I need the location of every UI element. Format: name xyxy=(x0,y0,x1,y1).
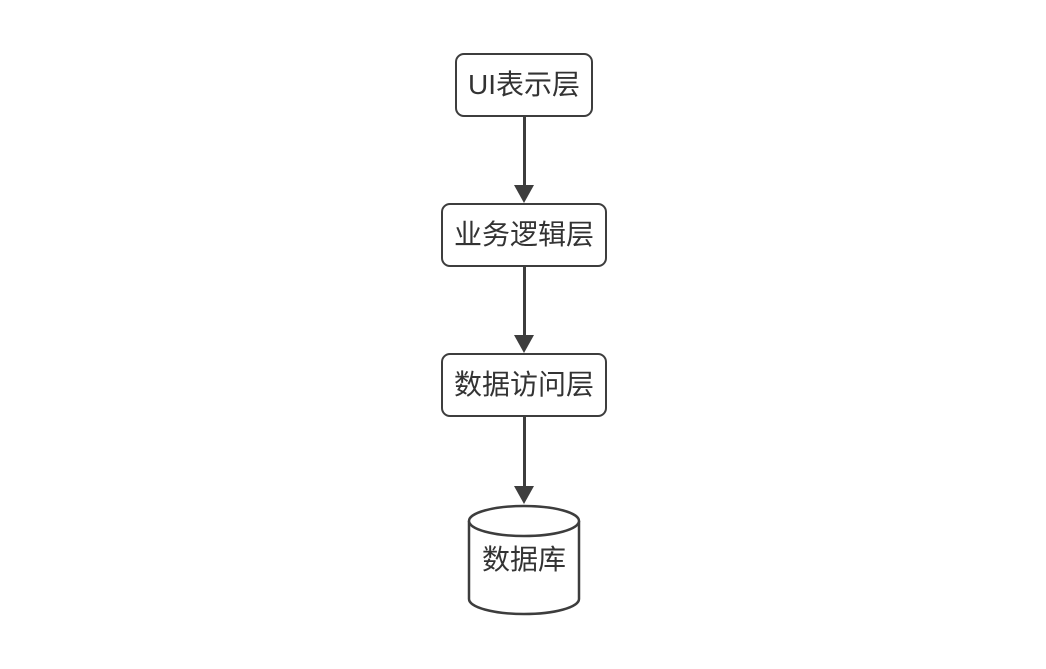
arrow-shaft xyxy=(522,417,526,486)
node-ui-layer: UI表示层 xyxy=(455,53,593,117)
node-database-label: 数据库 xyxy=(481,544,566,575)
database-cylinder-icon xyxy=(467,504,581,616)
node-data-access-layer: 数据访问层 xyxy=(441,353,607,417)
arrow-shaft xyxy=(522,117,526,185)
node-business-logic-layer-label: 业务逻辑层 xyxy=(453,219,594,250)
node-business-logic-layer: 业务逻辑层 xyxy=(441,203,607,267)
node-database: 数据库 xyxy=(467,504,581,616)
arrow-down-icon xyxy=(514,185,534,203)
arrow-business-to-data-access xyxy=(514,267,534,353)
node-data-access-layer-label: 数据访问层 xyxy=(453,369,594,400)
arrow-shaft xyxy=(522,267,526,335)
arrow-down-icon xyxy=(514,486,534,504)
node-ui-layer-label: UI表示层 xyxy=(467,69,580,100)
arrow-down-icon xyxy=(514,335,534,353)
arrow-ui-to-business xyxy=(514,117,534,203)
arrow-data-access-to-database xyxy=(514,417,534,504)
